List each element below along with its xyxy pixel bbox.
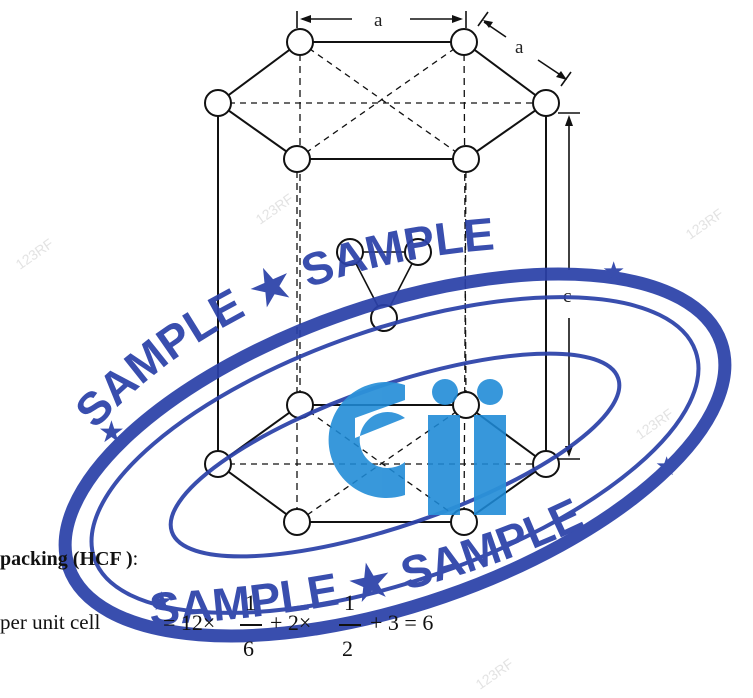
hidden-vertical-edges bbox=[296, 41, 467, 523]
svg-text:123RF: 123RF bbox=[683, 205, 727, 242]
dimension-a-side bbox=[477, 11, 572, 87]
dimension-c bbox=[558, 112, 580, 460]
section-heading: packing (HCF ): bbox=[0, 548, 138, 571]
top-face-diagonals bbox=[218, 41, 546, 160]
svg-text:123RF: 123RF bbox=[13, 235, 57, 272]
svg-text:123RF: 123RF bbox=[633, 405, 677, 442]
svg-text:★: ★ bbox=[150, 587, 173, 617]
fraction-2-denominator: 2 bbox=[342, 636, 353, 661]
dimension-a-top bbox=[296, 11, 467, 28]
atom bbox=[450, 28, 478, 56]
atom bbox=[336, 238, 364, 266]
dimension-label-a-top: a bbox=[374, 10, 383, 31]
fraction-1-bar bbox=[240, 624, 262, 626]
formula-prefix: = 12× bbox=[163, 610, 216, 635]
atom bbox=[532, 89, 560, 117]
atom bbox=[450, 508, 478, 536]
fraction-2-bar bbox=[339, 624, 361, 626]
hcp-structure bbox=[204, 28, 560, 536]
ei-logo bbox=[328, 379, 506, 515]
svg-text:★: ★ bbox=[98, 415, 125, 450]
formula-tail: + 3 = 6 bbox=[370, 610, 434, 635]
atom bbox=[452, 391, 480, 419]
atom bbox=[452, 145, 480, 173]
dimension-label-a-side: a bbox=[515, 37, 524, 58]
heading-text: packing (HCF ) bbox=[0, 548, 133, 570]
atom bbox=[283, 145, 311, 173]
svg-text:★: ★ bbox=[655, 452, 678, 482]
svg-text:123RF: 123RF bbox=[473, 655, 517, 692]
formula-plus-term: + 2× bbox=[270, 610, 312, 635]
atom bbox=[283, 508, 311, 536]
svg-text:★: ★ bbox=[602, 257, 625, 287]
atom bbox=[404, 238, 432, 266]
heading-colon: : bbox=[132, 548, 139, 570]
stamp-stars: ★ ★ ★ ★ bbox=[98, 257, 678, 617]
atom bbox=[204, 89, 232, 117]
atom bbox=[286, 28, 314, 56]
stamp-text-upper: SAMPLE ★ SAMPLE bbox=[65, 207, 496, 436]
fraction-1-numerator: 1 bbox=[245, 590, 256, 615]
per-unit-cell-label: per unit cell bbox=[0, 610, 101, 634]
fraction-1-denominator: 6 bbox=[243, 636, 254, 661]
fraction-2-numerator: 1 bbox=[344, 590, 355, 615]
mid-layer-triangle bbox=[348, 251, 420, 320]
svg-text:123RF: 123RF bbox=[253, 190, 297, 227]
